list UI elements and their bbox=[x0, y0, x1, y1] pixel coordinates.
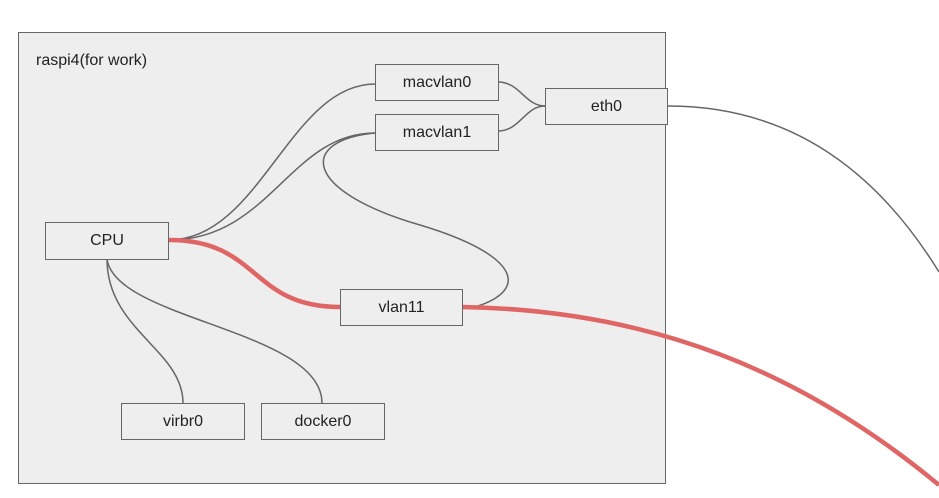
node-docker0[interactable]: docker0 bbox=[261, 403, 385, 440]
edge-cpu-virbr0 bbox=[106, 258, 184, 404]
edge-cpu-macvlan0 bbox=[168, 83, 376, 241]
node-macvlan1[interactable]: macvlan1 bbox=[375, 114, 499, 151]
node-vlan11[interactable]: vlan11 bbox=[340, 289, 463, 326]
edge-macvlan1-vlan11 bbox=[322, 132, 509, 308]
edge-macvlan1-eth0 bbox=[497, 105, 546, 132]
node-virbr0[interactable]: virbr0 bbox=[121, 403, 245, 440]
edge-vlan11-external-highlight bbox=[461, 304, 939, 487]
edge-eth0-external bbox=[667, 105, 939, 273]
edge-cpu-macvlan1 bbox=[168, 132, 376, 241]
group-label: raspi4(for work) bbox=[36, 52, 148, 69]
node-cpu[interactable]: CPU bbox=[45, 222, 169, 260]
edge-cpu-docker0 bbox=[106, 258, 323, 404]
node-eth0[interactable]: eth0 bbox=[545, 88, 668, 125]
node-macvlan0[interactable]: macvlan0 bbox=[375, 64, 499, 101]
edge-cpu-vlan11-highlight bbox=[168, 237, 341, 310]
edge-macvlan0-eth0 bbox=[497, 81, 546, 107]
